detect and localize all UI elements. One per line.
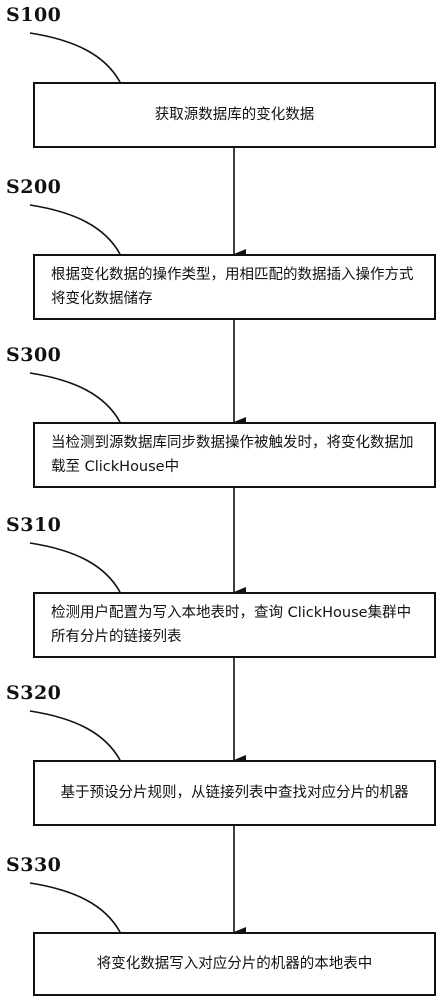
step-text-s330: 将变化数据写入对应分片的机器的本地表中: [96, 956, 373, 972]
step-box-s330: 将变化数据写入对应分片的机器的本地表中: [33, 932, 436, 996]
leader-curve-s300: [29, 372, 121, 423]
step-label-s100: S100: [6, 4, 62, 26]
leader-curve-s330: [29, 882, 121, 933]
step-box-s310: 检测用户配置为写入本地表时，查询 ClickHouse集群中所有分片的链接列表: [33, 592, 436, 658]
step-text-s200: 根据变化数据的操作类型，用相匹配的数据插入操作方式将变化数据储存: [51, 267, 414, 307]
step-box-s200: 根据变化数据的操作类型，用相匹配的数据插入操作方式将变化数据储存: [33, 254, 436, 320]
step-label-s320: S320: [6, 682, 62, 704]
step-box-s300: 当检测到源数据库同步数据操作被触发时，将变化数据加载至 ClickHouse中: [33, 422, 436, 488]
step-box-s320: 基于预设分片规则，从链接列表中查找对应分片的机器: [33, 760, 436, 826]
step-label-s300: S300: [6, 344, 62, 366]
step-text-s310: 检测用户配置为写入本地表时，查询 ClickHouse集群中所有分片的链接列表: [51, 605, 412, 645]
leader-curve-s320: [29, 710, 121, 761]
step-text-s320: 基于预设分片规则，从链接列表中查找对应分片的机器: [60, 785, 409, 801]
step-box-s100: 获取源数据库的变化数据: [33, 82, 436, 148]
step-text-s100: 获取源数据库的变化数据: [154, 107, 315, 123]
step-text-s300: 当检测到源数据库同步数据操作被触发时，将变化数据加载至 ClickHouse中: [51, 435, 414, 475]
leader-curve-s310: [29, 542, 121, 593]
leader-curve-s200: [29, 204, 121, 255]
step-label-s330: S330: [6, 854, 62, 876]
step-label-s200: S200: [6, 176, 62, 198]
step-label-s310: S310: [6, 514, 62, 536]
leader-curve-s100: [29, 32, 121, 83]
